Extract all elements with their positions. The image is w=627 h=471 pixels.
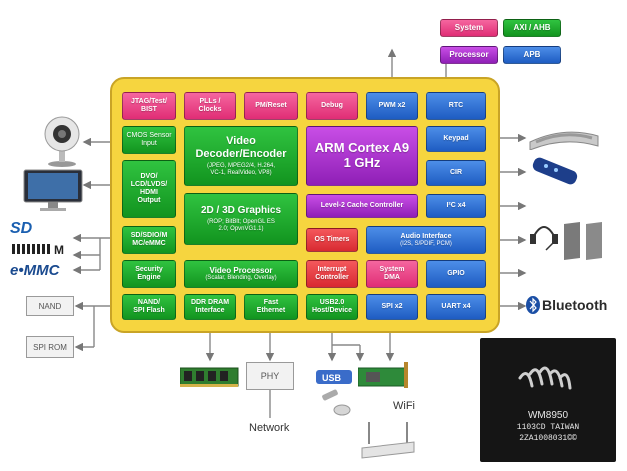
i2c-block: I²C x4 xyxy=(426,194,486,218)
spi-block: SPI x2 xyxy=(366,294,418,320)
security-engine-block: Security Engine xyxy=(122,260,176,288)
rtc-block: RTC xyxy=(426,92,486,120)
network-label: Network xyxy=(249,422,290,434)
chip-model-text: WM8950 xyxy=(527,410,568,421)
dvo-lcd-hdmi-block: DVO/ LCD/LVDS/ HDMI Output xyxy=(122,160,176,218)
sd-sdio-block: SD/SDIO/M MC/eMMC xyxy=(122,226,176,254)
emmc-logo: e•MMC xyxy=(10,262,60,279)
jtag-block: JTAG/Test/ BIST xyxy=(122,92,176,120)
video-codec-block: Video Decoder/Encoder (JPEG, MPEG2/4, H.… xyxy=(184,126,298,186)
legend-axi-ahb: AXI / AHB xyxy=(503,19,561,37)
l2-cache-block: Level-2 Cache Controller xyxy=(306,194,418,218)
audio-interface-block: Audio Interface (I2S, S/PDIF, PCM) xyxy=(366,226,486,254)
wm8950-chip-photo: WM8950 1103CD TAIWAN 2ZA1008031©© xyxy=(480,338,616,462)
ddr-dram-block: DDR DRAM Interface xyxy=(184,294,236,320)
spi-rom-box: SPI ROM xyxy=(26,336,74,358)
nand-spi-flash-block: NAND/ SPI Flash xyxy=(122,294,176,320)
gpio-block: GPIO xyxy=(426,260,486,288)
graphics-block: 2D / 3D Graphics (ROP; BitBlt; OpenGL ES… xyxy=(184,193,298,245)
bluetooth-label: Bluetooth xyxy=(542,297,608,313)
video-processor-block: Video Processor (Scalar, Blending, Overl… xyxy=(184,260,298,288)
interrupt-controller-block: Interrupt Controller xyxy=(306,260,358,288)
monitor-icon xyxy=(23,169,83,211)
uart-block: UART x4 xyxy=(426,294,486,320)
svg-text:M: M xyxy=(54,243,64,257)
pwm-block: PWM x2 xyxy=(366,92,418,120)
nand-box: NAND xyxy=(26,296,74,316)
legend-processor: Processor xyxy=(440,46,498,64)
wireless-router-icon xyxy=(361,422,415,459)
legend-apb: APB xyxy=(503,46,561,64)
wifi-label: WiFi xyxy=(393,400,415,412)
fast-ethernet-block: Fast Ethernet xyxy=(244,294,298,320)
chip-origin-text: 1103CD TAIWAN xyxy=(516,423,580,432)
webcam-icon xyxy=(44,116,80,167)
svg-text:USB: USB xyxy=(322,373,342,383)
keyboard-icon xyxy=(529,131,599,150)
remote-control-icon xyxy=(532,157,578,185)
usb-devices-icon: USB xyxy=(316,370,352,416)
ram-module-icon xyxy=(180,367,239,387)
pm-reset-block: PM/Reset xyxy=(244,92,298,120)
keypad-block: Keypad xyxy=(426,126,486,152)
chip-logo-icon xyxy=(518,366,572,390)
system-dma-block: System DMA xyxy=(366,260,418,288)
cir-block: CIR xyxy=(426,160,486,186)
headset-speakers-icon xyxy=(530,222,602,260)
sd-logo: SD xyxy=(10,220,33,237)
bluetooth-icon xyxy=(526,296,540,314)
debug-block: Debug xyxy=(306,92,358,120)
cmos-sensor-block: CMOS Sensor Input xyxy=(122,126,176,154)
wifi-module-icon xyxy=(358,362,408,388)
phy-box: PHY xyxy=(246,362,294,390)
chip-serial-text: 2ZA1008031©© xyxy=(519,434,577,443)
arm-cortex-block: ARM Cortex A9 1 GHz xyxy=(306,126,418,186)
multimedia-card-logo: M xyxy=(12,243,64,257)
plls-block: PLLs / Clocks xyxy=(184,92,236,120)
legend-system: System xyxy=(440,19,498,37)
usb-host-device-block: USB2.0 Host/Device xyxy=(306,294,358,320)
os-timers-block: OS Timers xyxy=(306,228,358,252)
